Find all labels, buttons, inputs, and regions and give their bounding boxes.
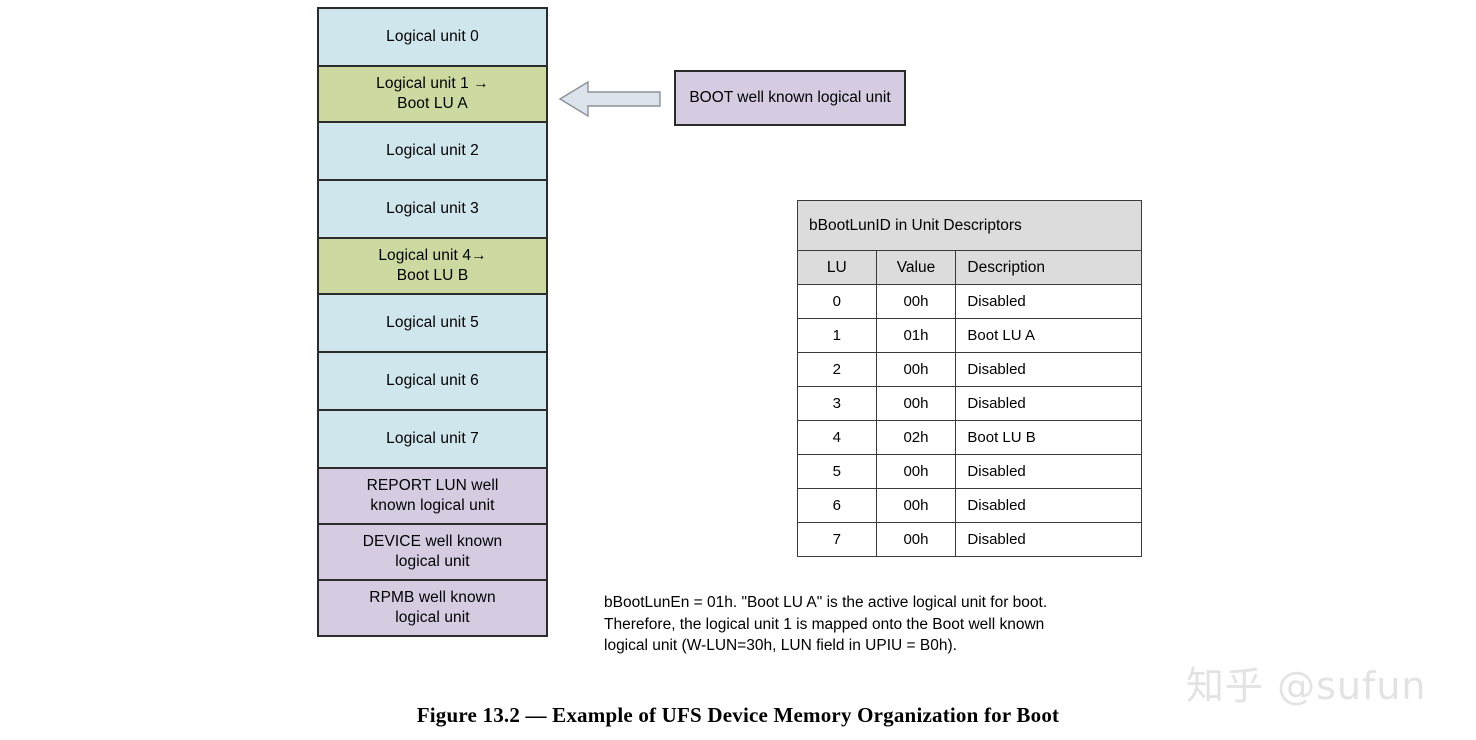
cell-value: 00h [875,284,957,319]
cell-description: Boot LU B [955,420,1142,455]
figure-caption: Figure 13.2 — Example of UFS Device Memo… [416,703,1060,727]
cell-description: Disabled [955,522,1142,557]
cell-value: 00h [875,386,957,421]
lu-cell-line-2: logical unit [395,609,470,626]
callout-line-1: BOOT well known [689,88,814,106]
lu-cell: Logical unit 4→ Boot LU B [317,237,548,295]
lu-cell: DEVICE well known logical unit [317,523,548,581]
lu-cell-line-1: REPORT LUN well [366,476,499,494]
lu-cell-line-1: Logical unit 3 [386,199,479,217]
lu-cell: REPORT LUN well known logical unit [317,467,548,525]
cell-value: 01h [875,318,957,353]
cell-description: Disabled [955,352,1142,387]
watermark: 知乎 @sufun [1186,664,1427,708]
lu-cell: Logical unit 1 → Boot LU A [317,65,548,123]
table-title: bBootLunID in Unit Descriptors [797,200,1142,251]
lu-cell-line-1: Logical unit 1 → [376,74,489,92]
cell-description: Boot LU A [955,318,1142,353]
cell-value: 00h [875,522,957,557]
cell-value: 00h [875,488,957,523]
lu-cell-line-1: RPMB well known [369,588,496,606]
lu-cell-line-1: Logical unit 7 [386,429,479,447]
column-header-value: Value [875,250,957,285]
cell-value: 00h [875,352,957,387]
bbootlunid-table: bBootLunID in Unit Descriptors LU Value … [797,200,1142,557]
cell-value: 02h [875,420,957,455]
boot-well-known-lu-callout: BOOT well known logical unit [674,70,906,126]
cell-lu: 0 [797,284,877,319]
cell-description: Disabled [955,488,1142,523]
lu-cell-line-1: Logical unit 4→ [378,246,487,264]
callout-line-2: logical unit [817,88,891,106]
cell-value: 00h [875,454,957,489]
cell-lu: 3 [797,386,877,421]
lu-cell-line-2: known logical unit [370,497,495,514]
lu-cell: Logical unit 0 [317,7,548,67]
table-header-row: LU Value Description [797,250,1142,285]
cell-lu: 2 [797,352,877,387]
column-header-lu: LU [797,250,877,285]
lu-cell-line-2: logical unit [395,553,470,570]
cell-description: Disabled [955,284,1142,319]
lu-cell: Logical unit 7 [317,409,548,469]
table-note: bBootLunEn = 01h. "Boot LU A" is the act… [604,594,1048,655]
left-arrow-icon [558,79,662,119]
lu-cell-line-1: Logical unit 0 [386,27,479,45]
cell-lu: 6 [797,488,877,523]
lu-cell: RPMB well known logical unit [317,579,548,637]
cell-lu: 7 [797,522,877,557]
lu-cell-line-1: DEVICE well known [362,532,503,550]
cell-lu: 1 [797,318,877,353]
table-title-row: bBootLunID in Unit Descriptors [797,200,1142,251]
lu-cell-line-1: Logical unit 2 [386,141,479,159]
lu-cell-line-1: Logical unit 6 [386,371,479,389]
cell-description: Disabled [955,454,1142,489]
cell-lu: 5 [797,454,877,489]
lu-cell: Logical unit 2 [317,121,548,181]
column-header-description: Description [955,250,1142,285]
lu-cell: Logical unit 3 [317,179,548,239]
lu-cell: Logical unit 6 [317,351,548,411]
lu-cell: Logical unit 5 [317,293,548,353]
cell-lu: 4 [797,420,877,455]
lu-cell-line-2: Boot LU B [396,267,469,284]
lu-cell-line-1: Logical unit 5 [386,313,479,331]
lu-cell-line-2: Boot LU A [397,95,468,112]
cell-description: Disabled [955,386,1142,421]
